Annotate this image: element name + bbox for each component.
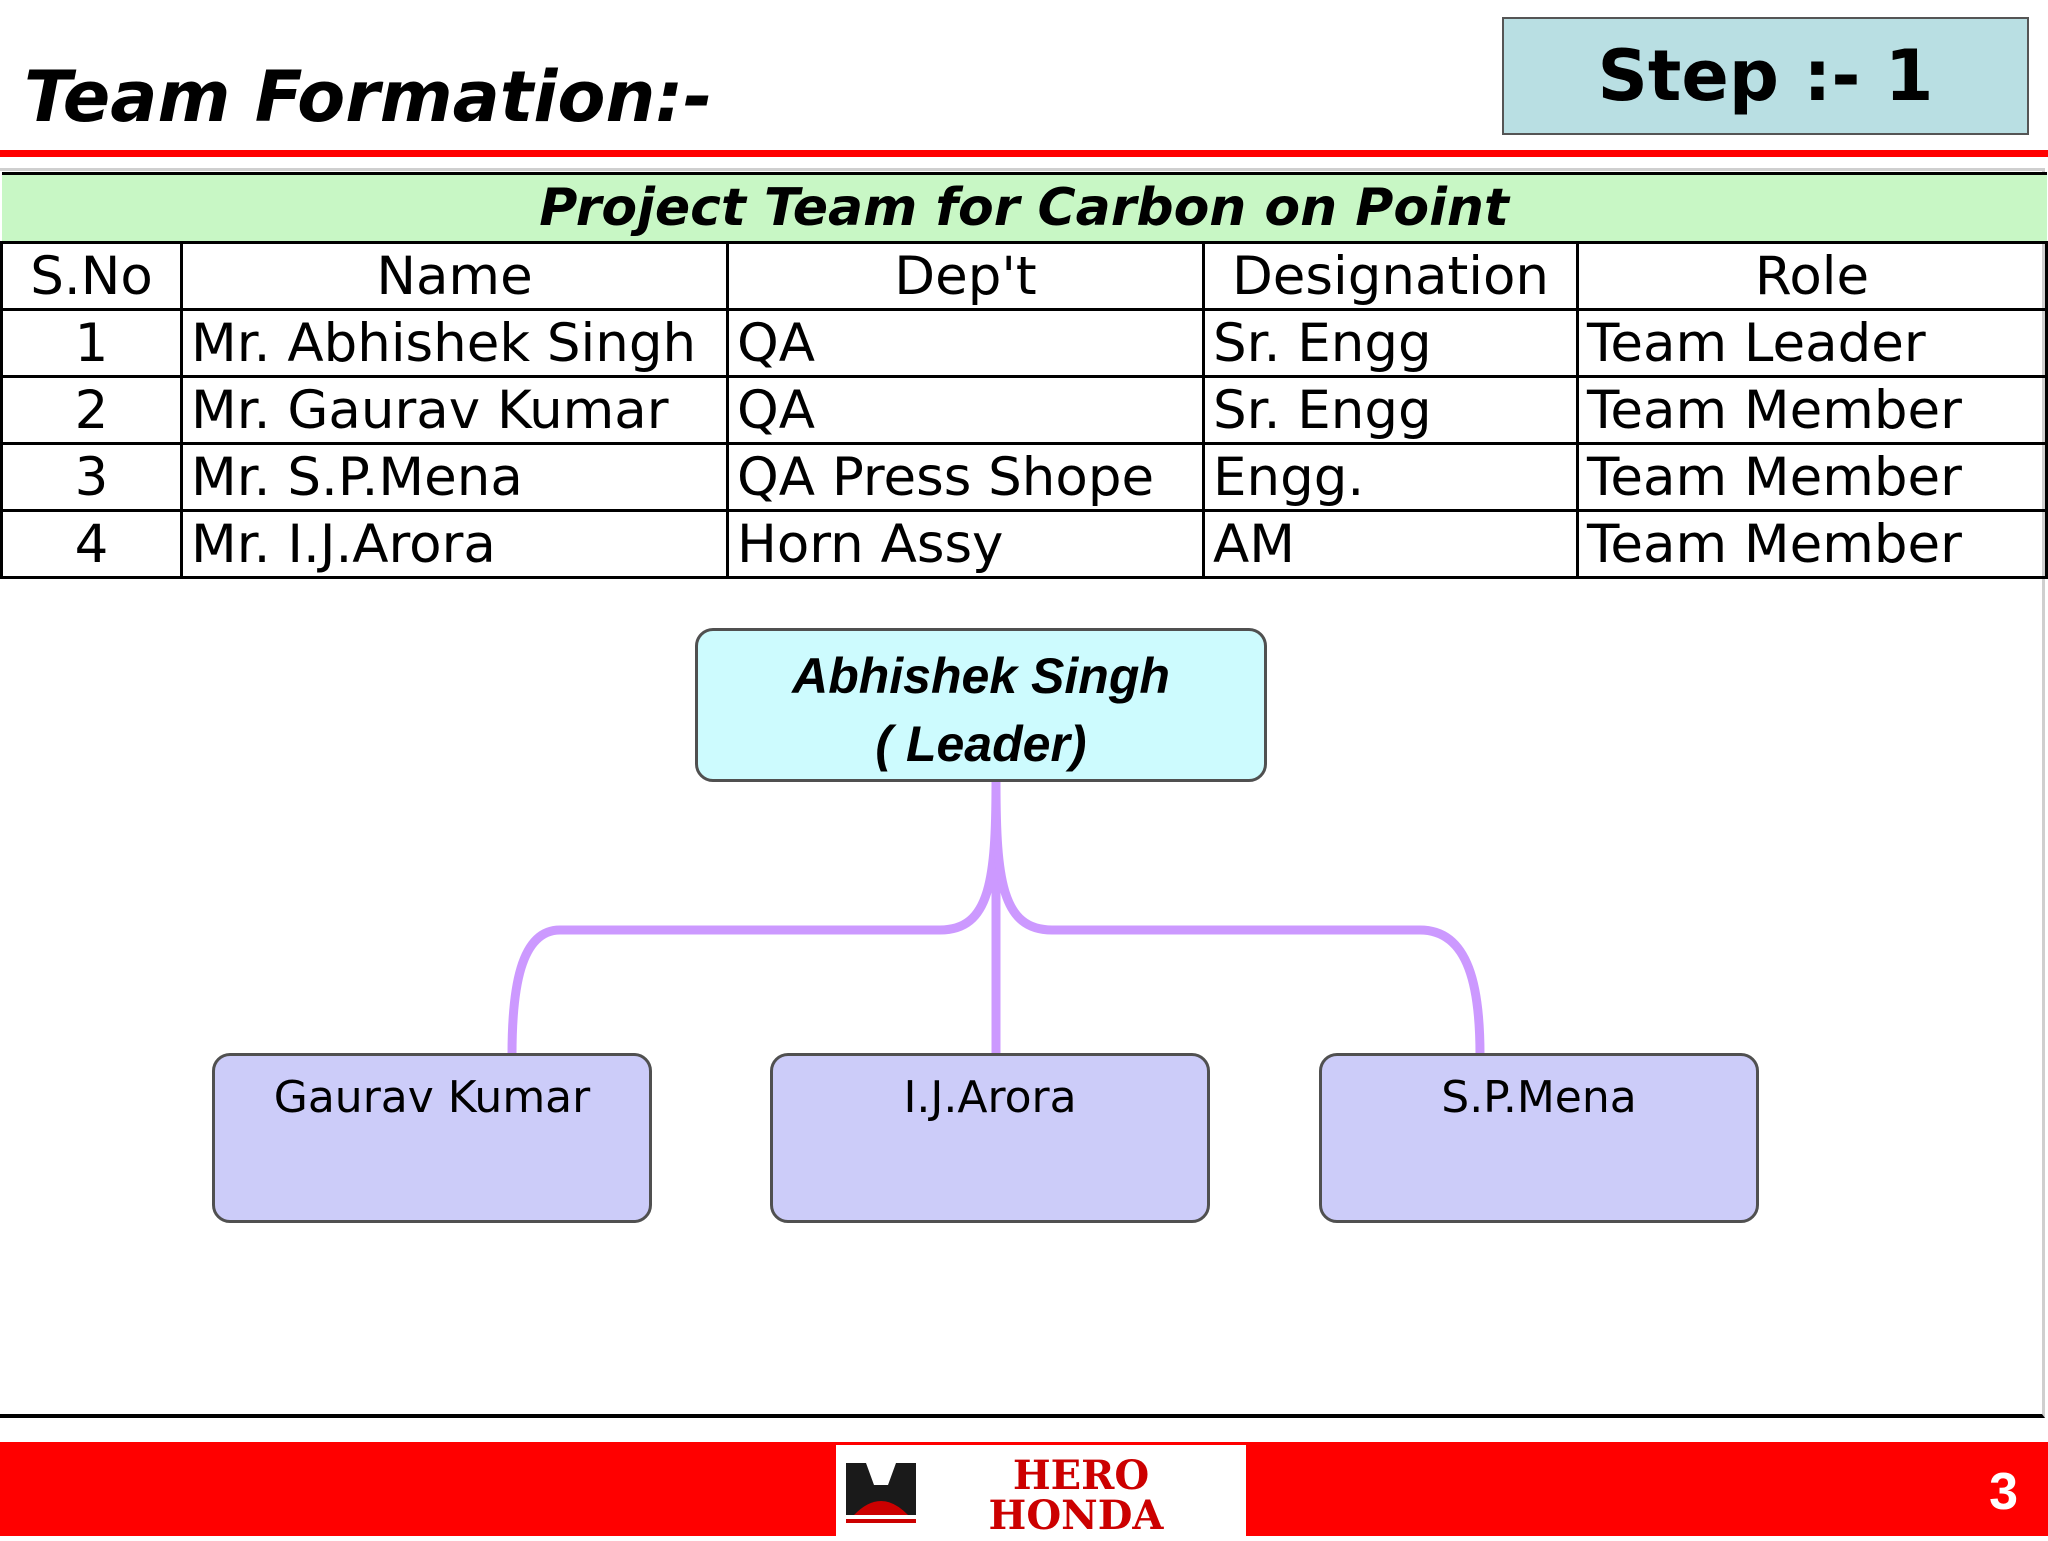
org-member-node: I.J.Arora [770, 1053, 1210, 1223]
content-frame [0, 168, 2045, 1418]
table-caption: Project Team for Carbon on Point [1, 172, 2047, 244]
cell-designation: Sr. Engg [1202, 375, 1579, 445]
cell-sno: 4 [0, 509, 183, 579]
cell-designation: Engg. [1202, 442, 1579, 512]
cell-role: Team Member [1576, 375, 2048, 445]
logo-text-hero: HERO [1013, 1452, 1149, 1499]
cell-sno: 2 [0, 375, 183, 445]
cell-name: Mr. Gaurav Kumar [180, 375, 729, 445]
member-name: S.P.Mena [1441, 1072, 1637, 1123]
cell-name: Mr. Abhishek Singh [180, 308, 729, 378]
member-name: I.J.Arora [903, 1072, 1077, 1123]
logo-mark-icon: HERO HONDA [846, 1452, 1165, 1539]
column-header-name: Name [180, 241, 729, 311]
cell-sno: 1 [0, 308, 183, 378]
table-row: 4 Mr. I.J.Arora Horn Assy AM Team Member [0, 509, 2048, 579]
cell-role: Team Member [1576, 442, 2048, 512]
org-member-node: Gaurav Kumar [212, 1053, 652, 1223]
column-header-role: Role [1576, 241, 2048, 311]
logo-text-honda: HONDA [989, 1492, 1165, 1536]
org-member-node: S.P.Mena [1319, 1053, 1759, 1223]
cell-designation: Sr. Engg [1202, 308, 1579, 378]
cell-designation: AM [1202, 509, 1579, 579]
table-row: 2 Mr. Gaurav Kumar QA Sr. Engg Team Memb… [0, 375, 2048, 445]
cell-sno: 3 [0, 442, 183, 512]
slide-title: Team Formation:- [24, 56, 713, 138]
page-number: 3 [1989, 1463, 2018, 1521]
column-header-dept: Dep't [726, 241, 1205, 311]
cell-dept: QA [726, 375, 1205, 445]
cell-name: Mr. S.P.Mena [180, 442, 729, 512]
cell-dept: QA Press Shope [726, 442, 1205, 512]
hero-honda-logo: HERO HONDA [836, 1445, 1246, 1539]
cell-name: Mr. I.J.Arora [180, 509, 729, 579]
title-divider [0, 150, 2048, 157]
cell-role: Team Leader [1576, 308, 2048, 378]
table-row: 3 Mr. S.P.Mena QA Press Shope Engg. Team… [0, 442, 2048, 512]
table-header-row: S.No Name Dep't Designation Role [0, 241, 2048, 311]
cell-dept: QA [726, 308, 1205, 378]
step-label: Step :- 1 [1597, 35, 1934, 117]
cell-role: Team Member [1576, 509, 2048, 579]
column-header-sno: S.No [0, 241, 183, 311]
member-name: Gaurav Kumar [273, 1072, 591, 1123]
team-table: Project Team for Carbon on Point S.No Na… [0, 172, 2048, 579]
step-badge: Step :- 1 [1502, 17, 2029, 135]
column-header-designation: Designation [1202, 241, 1579, 311]
org-leader-node: Abhishek Singh ( Leader) [695, 628, 1267, 782]
leader-name: Abhishek Singh [792, 648, 1170, 704]
table-row: 1 Mr. Abhishek Singh QA Sr. Engg Team Le… [0, 308, 2048, 378]
leader-role: ( Leader) [875, 715, 1087, 772]
cell-dept: Horn Assy [726, 509, 1205, 579]
table-caption-row: Project Team for Carbon on Point [1, 172, 2047, 244]
